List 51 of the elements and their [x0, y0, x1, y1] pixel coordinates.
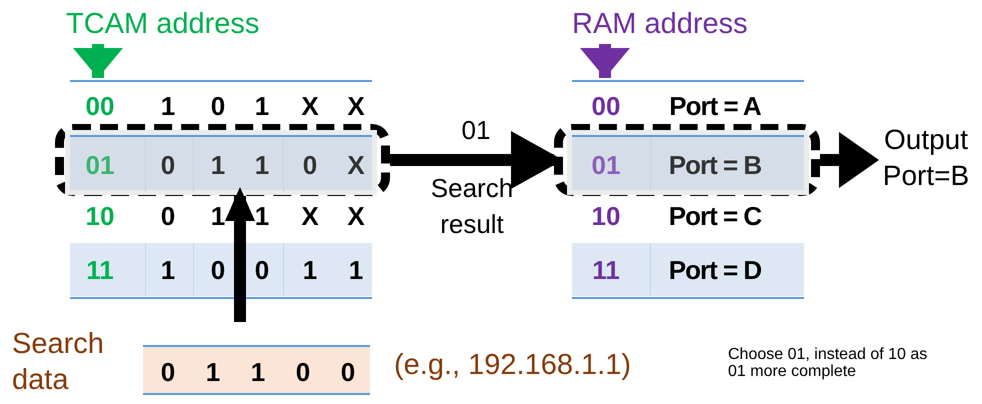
address-text: 01: [84, 150, 116, 180]
output-text: Output Port=B: [870, 122, 982, 194]
bit-value: 1: [302, 254, 318, 284]
bit-value: 0: [160, 150, 176, 180]
bit-value: 0: [210, 91, 226, 121]
edge-caption: Search result: [430, 172, 514, 241]
bit-value: 1: [250, 357, 266, 387]
address-text: 00: [590, 91, 622, 121]
bit-value: 0: [294, 357, 312, 387]
port-value: Port = D: [668, 254, 762, 284]
address-text: 10: [590, 201, 622, 231]
bit-value: 0: [160, 357, 176, 387]
highlight-box: [55, 124, 390, 196]
row-heading: Search data: [12, 327, 105, 398]
bit-value: 1: [160, 91, 176, 121]
bit-value: 1: [348, 254, 364, 284]
example-text: (e.g., 192.168.1.1): [394, 349, 631, 382]
bit-value: X: [346, 150, 366, 180]
arrow: [820, 132, 879, 188]
column-heading: RAM address: [572, 4, 792, 44]
address-text: 10: [84, 201, 116, 231]
address-text: 11: [85, 254, 115, 284]
bit-value: 1: [160, 254, 176, 284]
bit-value: 0: [340, 357, 356, 387]
port-value: Port = C: [668, 201, 762, 231]
bit-value: 1: [204, 357, 222, 387]
bit-value: X: [346, 201, 366, 231]
bit-value: 0: [210, 254, 226, 284]
bit-value: X: [346, 91, 366, 121]
bit-value: X: [300, 91, 320, 121]
arrow: [580, 44, 630, 78]
arrow: [225, 187, 255, 322]
port-value: Port = B: [668, 150, 762, 180]
bit-value: 1: [254, 91, 270, 121]
note-text: Choose 01, instead of 10 as 01 more complete: [728, 346, 928, 380]
bit-value: 1: [254, 201, 270, 231]
address-text: 01: [590, 150, 622, 180]
bit-value: 1: [210, 150, 226, 180]
bit-value: 0: [160, 201, 176, 231]
edge-label: 01: [460, 114, 492, 147]
bit-value: 0: [302, 150, 318, 180]
bit-value: 1: [210, 201, 226, 231]
highlight-box: [554, 124, 820, 196]
address-text: 00: [84, 91, 116, 121]
address-text: 11: [591, 254, 621, 284]
port-value: Port = A: [668, 91, 762, 121]
arrow: [73, 44, 123, 78]
bit-value: X: [300, 201, 320, 231]
bit-value: 1: [254, 150, 270, 180]
column-heading: TCAM address: [66, 4, 326, 44]
bit-value: 0: [254, 254, 270, 284]
